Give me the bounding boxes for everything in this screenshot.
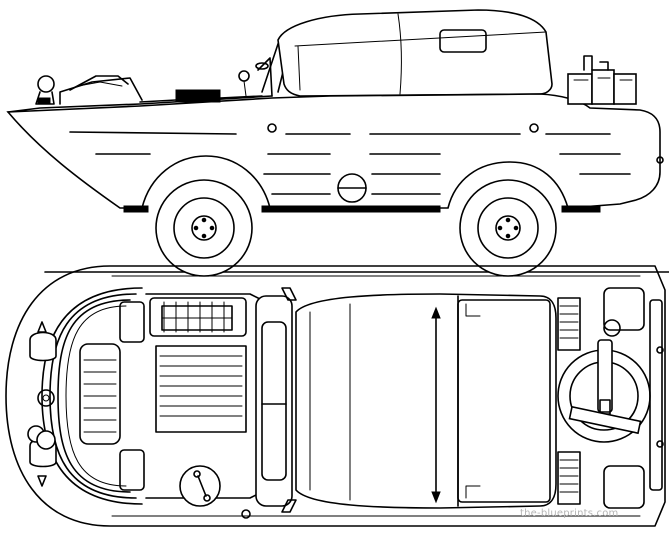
bow-porthole-2	[36, 430, 56, 450]
spare-tire-bracket	[568, 405, 642, 435]
front-wheel-rim	[173, 197, 235, 259]
front-wheel-lug	[201, 233, 207, 239]
steering-wheel-rim	[255, 62, 269, 70]
rear-wheel-lug	[505, 233, 511, 239]
front-wheel	[155, 179, 253, 277]
front-wheel-lug	[193, 225, 199, 231]
rear-mast	[583, 55, 609, 71]
rear-wheel	[459, 179, 557, 277]
canopy-seam-3	[297, 45, 301, 91]
side-mirror	[238, 70, 250, 82]
chassis-underline	[123, 205, 601, 213]
hull-rivet-rear	[656, 156, 664, 164]
engine-hatch-stripes	[179, 93, 217, 99]
canopy-seam-2	[397, 13, 402, 95]
hull-stripes	[69, 131, 631, 195]
front-bollard	[241, 509, 251, 519]
steering-wheel	[257, 57, 273, 97]
bow-gear-2	[69, 75, 129, 91]
engine-grille-top	[149, 297, 247, 337]
rear-vent-bottom	[557, 451, 581, 505]
canopy-seam-1	[294, 31, 547, 47]
deck-hatch-handle	[197, 475, 207, 497]
bow-deck-arc-4	[65, 305, 127, 487]
canopy-rear-corners	[465, 303, 481, 499]
bow-marker-light-bottom	[37, 475, 47, 487]
canopy-rear-window	[439, 29, 487, 53]
stern-bollard-bottom	[656, 440, 664, 448]
front-wheel-lug	[209, 225, 215, 231]
rear-wheel-lug	[497, 225, 503, 231]
stern-bollard-top	[656, 346, 664, 354]
watermark-text: the-blueprints.com	[520, 508, 619, 519]
hull-rivet	[529, 123, 539, 133]
front-wheel-hub	[191, 215, 217, 241]
spare-tire-top-knob	[603, 319, 621, 337]
engine-grille-slots	[163, 301, 225, 333]
engine-hatch	[175, 89, 221, 103]
spare-tire-mount	[597, 339, 613, 413]
bow-deck-arc-1	[57, 299, 131, 493]
front-wheel-lug	[201, 217, 207, 223]
bow-gear-3	[77, 81, 123, 87]
dimension-arrow-bottom	[431, 491, 441, 504]
hull-rivet	[267, 123, 277, 133]
deck-rail-top	[145, 293, 263, 301]
engine-deck	[155, 345, 247, 433]
stern-plate	[649, 299, 663, 491]
bow-deck-arc-3	[41, 287, 143, 505]
windshield-top	[255, 295, 293, 507]
rear-wheel-rim	[477, 197, 539, 259]
rear-can-details	[573, 77, 633, 81]
windshield-frame-inner	[261, 321, 287, 481]
top-hull-inner	[111, 275, 641, 517]
canopy-rear-panel	[457, 299, 551, 503]
deck-hatch-knob-top	[193, 470, 201, 478]
rear-wheel-hub	[495, 215, 521, 241]
bow-light-base	[37, 97, 51, 105]
top-hull-outline	[5, 265, 666, 527]
rear-can-3	[613, 73, 637, 105]
bow-grille	[79, 343, 121, 445]
top-view	[5, 265, 666, 527]
bow-lamp-top	[29, 331, 57, 362]
deck-edge	[139, 95, 263, 103]
stern-box-top	[603, 287, 645, 331]
soft-top-canopy	[277, 9, 553, 97]
bow-gear	[59, 77, 143, 105]
dimension-arrow-top	[431, 306, 441, 319]
rear-equipment	[567, 55, 637, 105]
side-view	[6, 9, 669, 277]
bow-center-dot	[42, 394, 50, 402]
rear-vent-bottom-slats	[559, 459, 579, 493]
hull-stripe	[69, 131, 237, 135]
rear-can-2	[591, 69, 615, 105]
windshield-hinge-bottom	[281, 499, 297, 513]
rear-vent-top	[557, 297, 581, 351]
bow-grille-slats	[83, 359, 117, 433]
side-mirror-arm	[243, 80, 247, 97]
stern-box-bottom	[603, 465, 645, 509]
hull-side	[6, 93, 661, 209]
bow-headlight	[37, 75, 55, 93]
bow-deck-arc-2	[49, 293, 137, 499]
rear-wheel-lug	[513, 225, 519, 231]
rear-wheel-tire	[459, 179, 557, 277]
bow-box-top	[119, 301, 145, 343]
bow-box-bottom	[119, 449, 145, 491]
rear-vent-top-slats	[559, 305, 579, 339]
deck-hatch-knob-bottom	[203, 494, 211, 502]
rear-can-1	[567, 73, 593, 105]
rear-wheel-lug	[505, 217, 511, 223]
bow-marker-light-top	[37, 321, 47, 333]
bow-center-ring	[37, 389, 55, 407]
canopy-top	[295, 293, 557, 509]
engine-deck-slats	[159, 355, 243, 417]
front-wheel-tire	[155, 179, 253, 277]
windshield-hinge-top	[281, 287, 297, 301]
